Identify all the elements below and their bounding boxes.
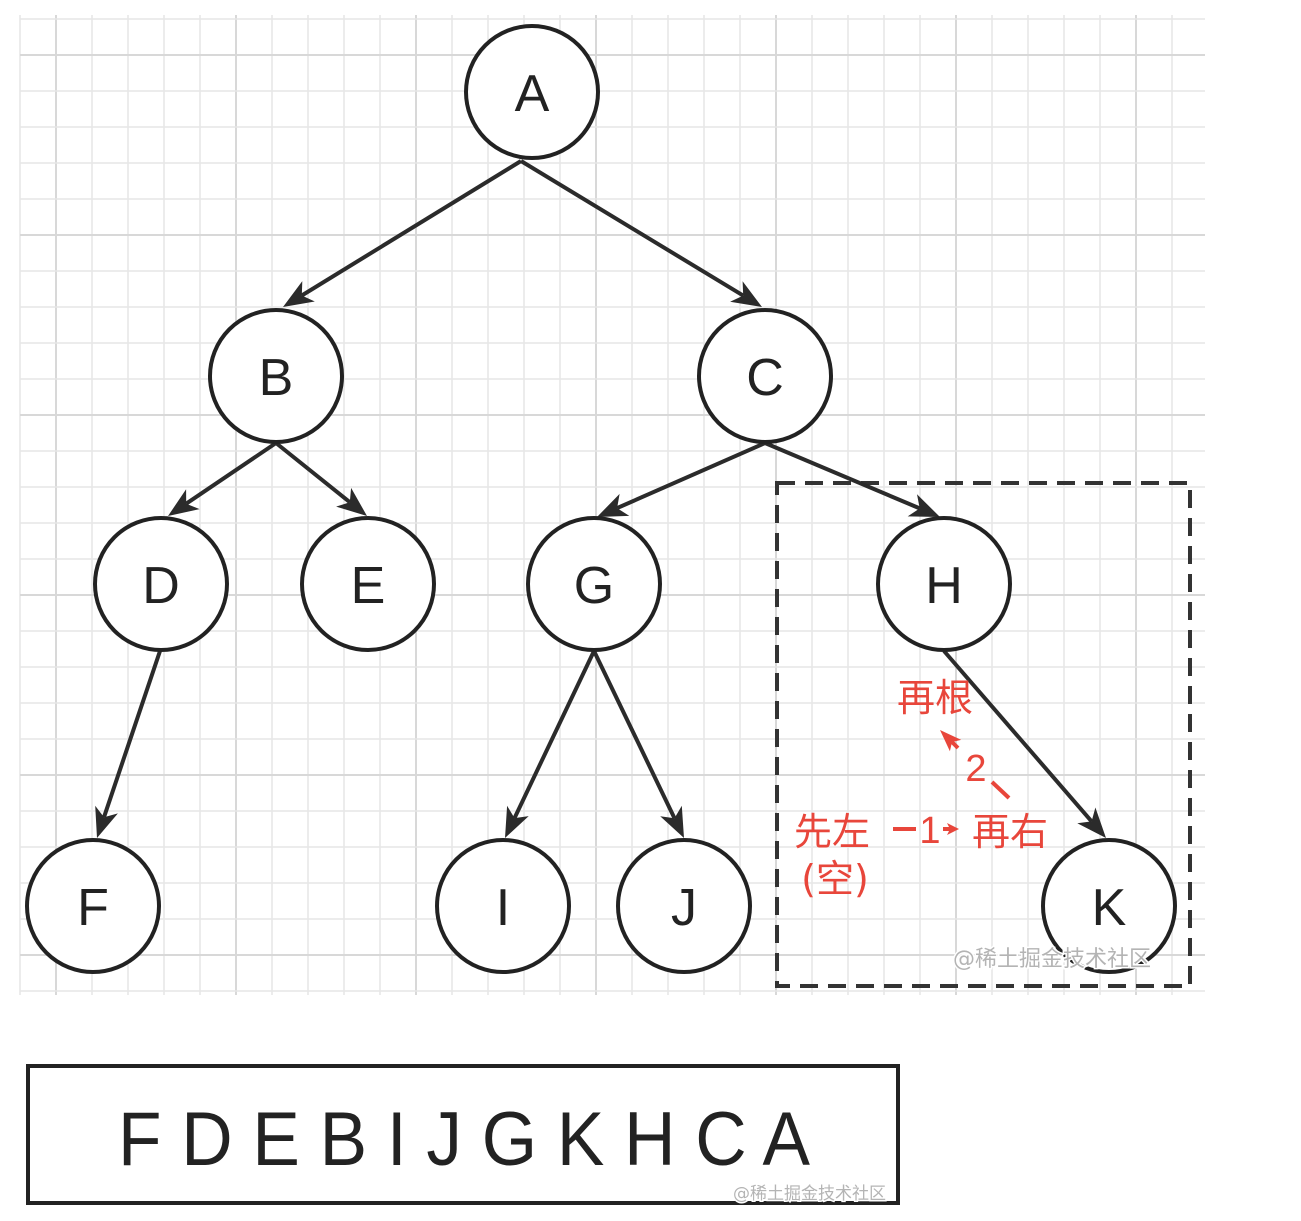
node-d-label: D	[142, 557, 180, 615]
traversal-annotations: 再根 2 先左 (空) 1 再右	[794, 676, 1048, 901]
node-j-label: J	[671, 879, 697, 937]
step-2-arrow	[950, 740, 960, 750]
step-2-label: 2	[965, 748, 986, 790]
node-i-label: I	[496, 879, 510, 937]
annotation-right-then: 再右	[972, 810, 1048, 854]
node-g-circle	[526, 516, 662, 652]
traversal-result-text: F D E B I J G K H C A	[118, 1097, 810, 1182]
node-h-circle	[876, 516, 1012, 652]
edge-h-k	[942, 649, 1094, 823]
node-c-circle	[697, 308, 833, 444]
node-k: K	[1041, 838, 1177, 974]
step-2-arrow-tail	[990, 780, 1011, 800]
edge-c-g-arrowhead	[597, 493, 630, 517]
node-d-circle	[93, 516, 229, 652]
node-b-label: B	[259, 349, 294, 407]
node-g-label: G	[574, 557, 614, 615]
edge-h-k-arrowhead	[1077, 807, 1106, 838]
edge-a-c	[519, 159, 745, 298]
edge-b-d-arrowhead	[168, 489, 200, 516]
step-1-arrow-arrowhead	[947, 823, 959, 835]
edge-d-f-arrowhead	[95, 805, 118, 838]
result-box-border	[26, 1064, 900, 1205]
node-a: A	[464, 24, 600, 160]
edge-a-c-arrowhead	[730, 281, 762, 307]
edge-g-i-arrowhead	[505, 805, 529, 838]
node-b-circle	[208, 308, 344, 444]
tree-edges	[95, 159, 1106, 838]
node-a-label: A	[515, 65, 550, 123]
edge-c-h-arrowhead	[907, 494, 940, 517]
node-k-label: K	[1092, 879, 1127, 937]
node-e-circle	[300, 516, 436, 652]
node-e-label: E	[351, 557, 386, 615]
node-k-circle	[1041, 838, 1177, 974]
node-d: D	[93, 516, 229, 652]
traversal-result-box: F D E B I J G K H C A	[26, 1064, 900, 1205]
dashed-box-border	[775, 481, 1192, 988]
edge-c-g	[616, 441, 766, 510]
edge-c-h	[764, 441, 921, 511]
node-h: H	[876, 516, 1012, 652]
node-c-label: C	[746, 349, 784, 407]
tree-nodes: A B C D E G H F	[25, 24, 1177, 974]
edge-b-e-arrowhead	[336, 487, 367, 516]
watermark-result: @稀土掘金技术社区	[733, 1184, 886, 1204]
annotation-root-then: 再根	[897, 676, 973, 720]
edge-g-i	[512, 650, 596, 819]
annotation-left-empty: (空)	[801, 857, 869, 901]
node-f-label: F	[77, 879, 109, 937]
node-e: E	[300, 516, 436, 652]
node-j-circle	[616, 838, 752, 974]
watermark-diagram: @稀土掘金技术社区	[953, 947, 1151, 972]
highlight-subtree-box	[775, 481, 1192, 988]
node-i-circle	[435, 838, 571, 974]
node-h-label: H	[925, 557, 963, 615]
node-j: J	[616, 838, 752, 974]
edge-g-j-arrowhead	[660, 805, 684, 838]
step-1-label: 1	[919, 810, 940, 852]
edge-a-b	[300, 159, 523, 298]
node-a-circle	[464, 24, 600, 160]
edge-a-b-arrowhead	[283, 281, 315, 307]
node-b: B	[208, 308, 344, 444]
node-g: G	[526, 516, 662, 652]
edge-b-d	[185, 441, 278, 506]
edge-b-e	[274, 441, 352, 504]
node-f-circle	[25, 838, 161, 974]
node-f: F	[25, 838, 161, 974]
edge-g-j	[592, 650, 677, 820]
annotation-left-first: 先左	[794, 810, 870, 854]
node-i: I	[435, 838, 571, 974]
edge-d-f	[102, 650, 162, 818]
step-2-arrow-arrowhead	[940, 730, 962, 752]
node-c: C	[697, 308, 833, 444]
